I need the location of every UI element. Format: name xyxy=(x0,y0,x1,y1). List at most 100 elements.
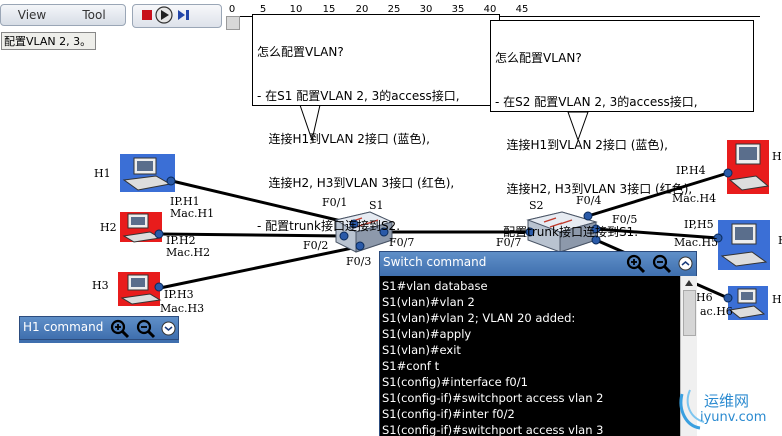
timeline-ruler[interactable]: 0 5 10 15 20 25 30 35 40 45 xyxy=(226,0,782,20)
ruler-slider[interactable] xyxy=(226,16,240,30)
console-line: S1(vlan)#exit xyxy=(382,343,461,357)
ruler-tick-label: 40 xyxy=(483,4,497,15)
switch-s2-name: S2 xyxy=(529,199,544,212)
switch-s2-icon xyxy=(526,211,598,253)
ruler-tick-label: 15 xyxy=(322,4,336,15)
host-h1-ip: IP.H1 xyxy=(170,195,200,208)
host-h1-icon xyxy=(120,154,175,192)
collapse-icon[interactable] xyxy=(678,256,693,271)
ruler-tick-label: 0 xyxy=(228,4,236,15)
h1-panel-bottom xyxy=(19,340,179,343)
console-line: S1#vlan database xyxy=(382,279,488,293)
host-h4-ip: IP.H4 xyxy=(676,164,706,177)
zoom-out-icon[interactable] xyxy=(136,319,156,339)
console-line: S1(config-if)#inter f0/2 xyxy=(382,407,515,421)
switch-console-output[interactable]: S1#vlan database S1(vlan)#vlan 2 S1(vlan… xyxy=(380,278,680,436)
switch-s1-name: S1 xyxy=(369,199,384,212)
console-line: S1(config)#interface f0/1 xyxy=(382,375,528,389)
s2-port-f07: F0/7 xyxy=(496,236,522,249)
ruler-tick-label: 10 xyxy=(289,4,303,15)
ruler-tick-label: 5 xyxy=(259,4,267,15)
link-s2-h5 xyxy=(595,227,719,240)
ruler-tick-label: 45 xyxy=(515,4,529,15)
watermark-url: iyunv.com xyxy=(700,410,767,425)
watermark-logo-icon xyxy=(679,389,705,430)
s1-port-f03: F0/3 xyxy=(346,255,372,268)
host-h5-ip: IP,H5 xyxy=(684,218,714,231)
watermark-title: 运维网 xyxy=(704,392,750,410)
callout-right-line: - 配置trunk接口连接到S1. xyxy=(495,225,639,239)
console-scrollbar[interactable] xyxy=(680,276,697,436)
next-icon[interactable] xyxy=(177,9,191,21)
ruler-tick-label: 20 xyxy=(355,4,369,15)
h1-command-panel[interactable]: H1 command xyxy=(19,316,179,340)
callout-left-line: - 在S1 配置VLAN 2, 3的access接口, xyxy=(257,88,460,103)
callout-left: 怎么配置VLAN? - 在S1 配置VLAN 2, 3的access接口, 连接… xyxy=(252,14,500,233)
host-h2-icon xyxy=(120,212,162,243)
host-h4-mac: Mac.H4 xyxy=(672,192,717,205)
menu-view[interactable]: View xyxy=(17,8,47,22)
host-h3-icon xyxy=(118,272,162,306)
menu-bar: View Tool xyxy=(0,4,126,26)
zoom-in-icon[interactable] xyxy=(626,254,646,274)
host-h6-icon xyxy=(728,286,768,320)
callout-left-line: 怎么配置VLAN? xyxy=(257,45,344,59)
link-h2-s1 xyxy=(159,232,345,238)
switch-command-panel: Switch command S1#vlan database S1(vlan)… xyxy=(379,251,697,436)
s1-port-f02: F0/2 xyxy=(303,239,329,252)
menu-tool[interactable]: Tool xyxy=(82,8,106,22)
zoom-out-icon[interactable] xyxy=(652,254,672,274)
link-h3-s1 xyxy=(159,244,363,290)
link-s2-h4 xyxy=(587,171,729,218)
callout-right-line: - 在S2 配置VLAN 2, 3的access接口, xyxy=(495,94,698,109)
scroll-thumb[interactable] xyxy=(683,290,696,336)
host-h1-mac: Mac.H1 xyxy=(170,207,215,220)
host-h5-name: H xyxy=(778,234,782,247)
player-controls xyxy=(132,4,222,28)
host-h3-ip: IP.H3 xyxy=(164,288,194,301)
host-h2-ip: IP.H2 xyxy=(166,234,196,247)
collapse-icon[interactable] xyxy=(161,321,176,336)
callout-right-line: 怎么配置VLAN? xyxy=(495,51,582,65)
s2-port-f04: F0/4 xyxy=(576,194,602,207)
ruler-tick-label: 30 xyxy=(419,4,433,15)
host-h3-mac: Mac.H3 xyxy=(160,302,205,315)
s1-port-f01: F0/1 xyxy=(322,196,348,209)
callout-left-line: 连接H1到VLAN 2接口 (蓝色), xyxy=(257,132,430,146)
host-h6-name: H xyxy=(772,293,782,306)
ruler-tick-label: 25 xyxy=(387,4,401,15)
callout-right-line: 连接H2, H3到VLAN 3接口 (红色), xyxy=(495,181,693,196)
console-line: S1#conf t xyxy=(382,359,440,373)
h1-panel-title: H1 command xyxy=(23,320,104,334)
callout-left-line: - 配置trunk接口连接到S2. xyxy=(257,219,401,233)
ruler-tick-label: 35 xyxy=(451,4,465,15)
port-dots xyxy=(154,168,733,303)
console-line: S1(vlan)#vlan 2; VLAN 20 added: xyxy=(382,311,576,325)
host-h4-name: H xyxy=(772,150,782,163)
scroll-up-icon[interactable] xyxy=(684,279,694,287)
console-line: S1(config-if)#switchport access vlan 2 xyxy=(382,391,604,405)
console-line: S1(vlan)#apply xyxy=(382,327,472,341)
host-h5-mac: Mac.H5 xyxy=(674,236,719,249)
host-h4-icon xyxy=(727,140,770,194)
host-h6-ip: H6 xyxy=(696,291,713,304)
s1-port-f07: F0/7 xyxy=(389,236,415,249)
play-icon[interactable] xyxy=(155,6,173,24)
s2-port-f05: F0/5 xyxy=(612,213,638,226)
callout-right: 怎么配置VLAN? - 在S2 配置VLAN 2, 3的access接口, 连接… xyxy=(490,20,754,239)
host-h5-icon xyxy=(718,220,770,270)
stop-icon[interactable] xyxy=(141,9,153,21)
switch-panel-header: Switch command xyxy=(380,252,696,276)
host-h1-name: H1 xyxy=(94,167,111,180)
zoom-in-icon[interactable] xyxy=(110,319,130,339)
console-line: S1(config-if)#switchport access vlan 3 xyxy=(382,423,604,436)
host-h2-name: H2 xyxy=(100,221,117,234)
step-caption: 配置VLAN 2, 3。 xyxy=(1,32,96,50)
callout-right-pointer xyxy=(567,111,589,142)
console-line: S1(vlan)#vlan 2 xyxy=(382,295,475,309)
switch-panel-title: Switch command xyxy=(383,255,487,269)
callout-right-line: 连接H1到VLAN 2接口 (蓝色), xyxy=(495,138,668,152)
host-h6-mac: ac.H6 xyxy=(700,305,733,318)
host-h2-mac: Mac.H2 xyxy=(166,246,211,259)
